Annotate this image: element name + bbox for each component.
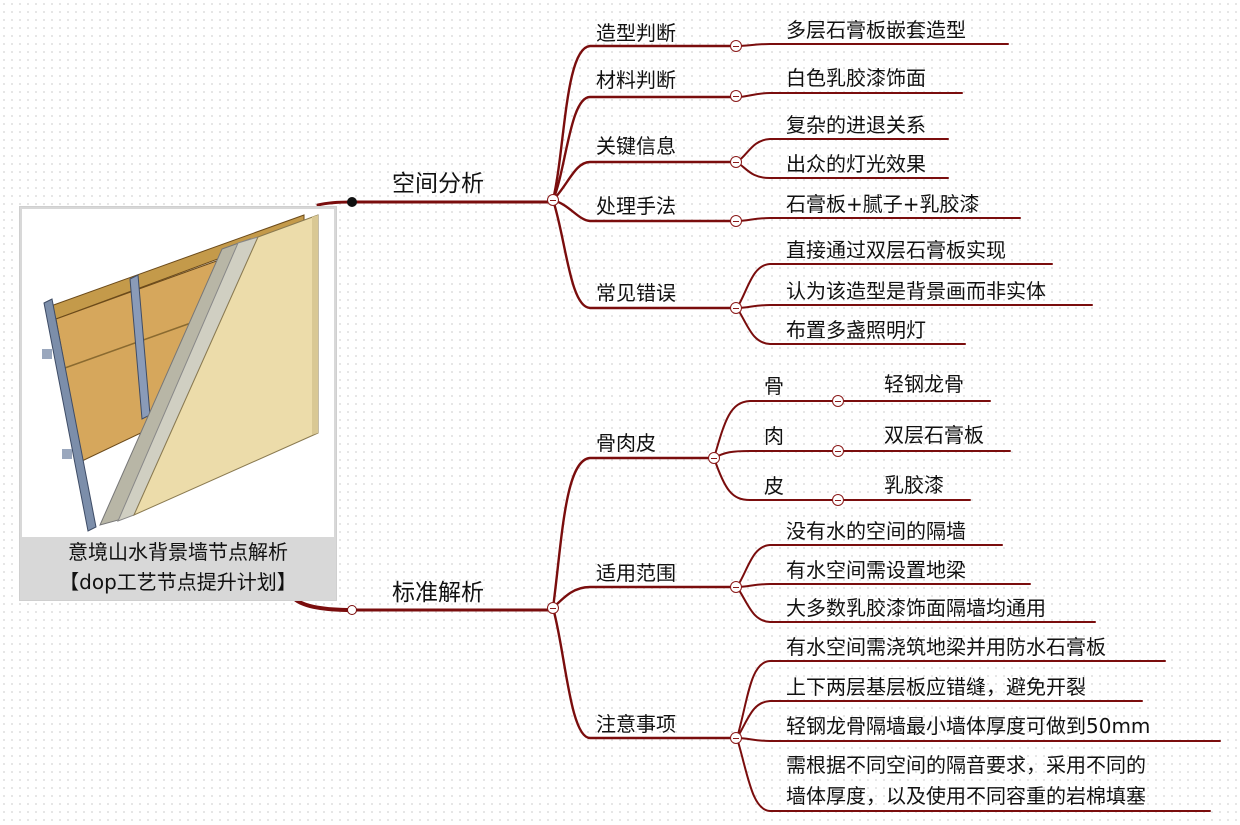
node-handling-method[interactable]: 处理手法 — [596, 194, 676, 218]
root-connector-dot-top — [347, 197, 357, 207]
leaf-light-steel-keel[interactable]: 轻钢龙骨 — [884, 372, 964, 396]
leaf-note-1[interactable]: 有水空间需浇筑地梁并用防水石膏板 — [786, 635, 1106, 659]
leaf-latex-paint[interactable]: 乳胶漆 — [884, 473, 944, 497]
sub-flesh[interactable]: 肉 — [764, 424, 784, 448]
branch-standard-analysis[interactable]: 标准解析 — [392, 580, 484, 606]
caption-line-2: 【dop工艺节点提升计划】 — [59, 570, 297, 594]
collapse-common-mistakes-icon[interactable] — [730, 302, 742, 314]
collapse-standard-icon[interactable] — [547, 602, 559, 614]
collapse-bone-icon[interactable] — [832, 395, 844, 407]
node-shape-judgment[interactable]: 造型判断 — [596, 21, 676, 45]
leaf-complex-relation[interactable]: 复杂的进退关系 — [786, 113, 926, 137]
collapse-bone-flesh-skin-icon[interactable] — [708, 452, 720, 464]
node-notes[interactable]: 注意事项 — [596, 712, 676, 736]
node-common-mistakes[interactable]: 常见错误 — [596, 281, 676, 305]
leaf-scope-1[interactable]: 没有水的空间的隔墙 — [786, 519, 966, 543]
collapse-handling-method-icon[interactable] — [730, 215, 742, 227]
sub-bone[interactable]: 骨 — [764, 374, 784, 398]
leaf-mistake-1[interactable]: 直接通过双层石膏板实现 — [786, 238, 1006, 262]
node-bone-flesh-skin[interactable]: 骨肉皮 — [596, 431, 656, 455]
leaf-double-gypsum[interactable]: 双层石膏板 — [884, 423, 984, 447]
leaf-scope-3[interactable]: 大多数乳胶漆饰面隔墙均通用 — [786, 596, 1046, 620]
leaf-lighting-effect[interactable]: 出众的灯光效果 — [786, 152, 926, 176]
collapse-notes-icon[interactable] — [730, 732, 742, 744]
branch-spatial-analysis[interactable]: 空间分析 — [392, 171, 484, 197]
leaf-note-4-line-1[interactable]: 需根据不同空间的隔音要求，采用不同的 — [786, 753, 1146, 777]
leaf-gypsum-putty-latex[interactable]: 石膏板+腻子+乳胶漆 — [786, 192, 980, 216]
leaf-note-2[interactable]: 上下两层基层板应错缝，避免开裂 — [786, 675, 1086, 699]
leaf-multilayer-gypsum[interactable]: 多层石膏板嵌套造型 — [786, 18, 966, 42]
leaf-note-4-line-2[interactable]: 墙体厚度，以及使用不同容重的岩棉填塞 — [786, 784, 1146, 808]
node-key-info[interactable]: 关键信息 — [596, 134, 676, 158]
wall-section-drawing — [42, 214, 319, 532]
collapse-skin-icon[interactable] — [832, 494, 844, 506]
root-connector-dot-bottom — [347, 605, 357, 615]
leaf-mistake-3[interactable]: 布置多盏照明灯 — [786, 318, 926, 342]
node-scope[interactable]: 适用范围 — [596, 561, 676, 585]
collapse-shape-judgment-icon[interactable] — [730, 40, 742, 52]
leaf-note-3[interactable]: 轻钢龙骨隔墙最小墙体厚度可做到50mm — [786, 714, 1151, 738]
collapse-scope-icon[interactable] — [730, 581, 742, 593]
leaf-mistake-2[interactable]: 认为该造型是背景画而非实体 — [786, 279, 1046, 303]
wall-section-illustration — [22, 209, 334, 537]
leaf-white-latex[interactable]: 白色乳胶漆饰面 — [786, 66, 926, 90]
caption-line-1: 意境山水背景墙节点解析 — [68, 540, 288, 564]
collapse-key-info-icon[interactable] — [730, 156, 742, 168]
collapse-material-judgment-icon[interactable] — [730, 90, 742, 102]
image-caption: 意境山水背景墙节点解析 【dop工艺节点提升计划】 — [20, 537, 336, 597]
root-image-card[interactable]: 意境山水背景墙节点解析 【dop工艺节点提升计划】 — [19, 206, 337, 601]
leaf-scope-2[interactable]: 有水空间需设置地梁 — [786, 558, 966, 582]
collapse-flesh-icon[interactable] — [832, 445, 844, 457]
node-material-judgment[interactable]: 材料判断 — [596, 68, 676, 92]
sub-skin[interactable]: 皮 — [764, 474, 784, 498]
collapse-spatial-icon[interactable] — [547, 194, 559, 206]
